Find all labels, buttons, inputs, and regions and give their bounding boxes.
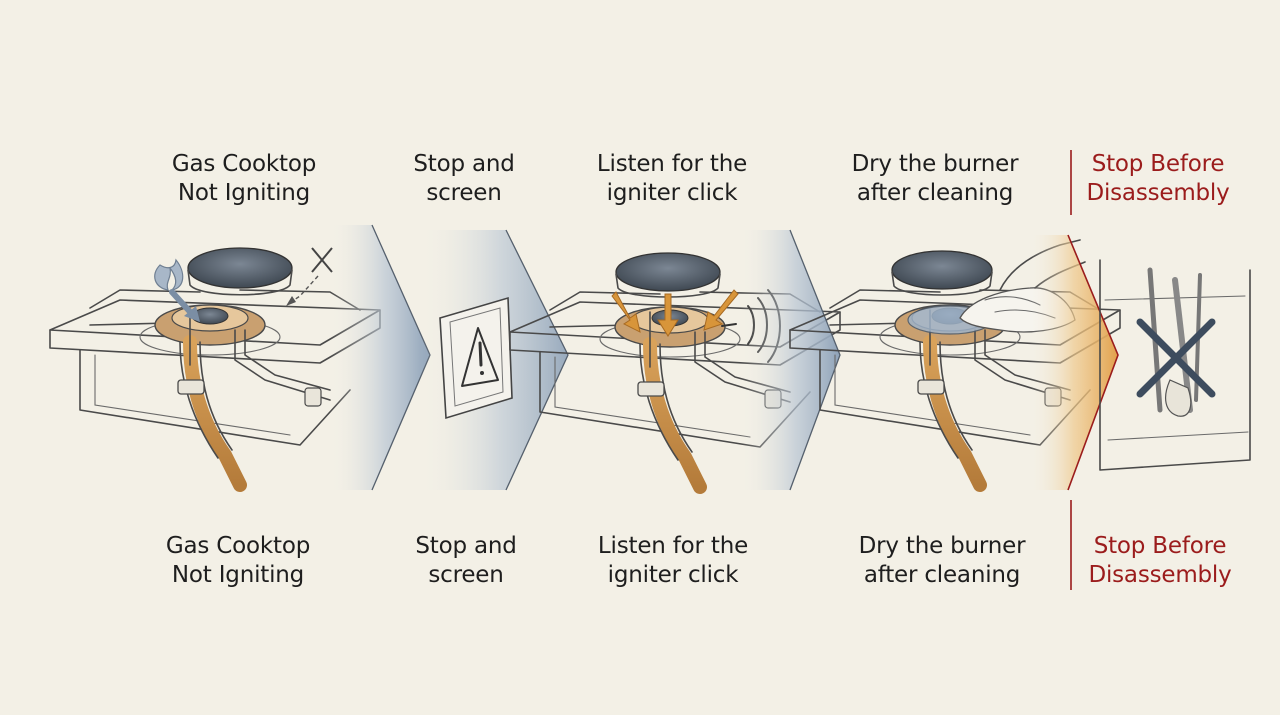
panel-4-caption: Dry the burner after cleaning [822,532,1062,590]
panel-5-title: Stop Before Disassembly [1038,150,1278,208]
panel-4-title-line-2: after cleaning [856,180,1014,206]
panel-2-illustration [420,229,569,491]
panel-1-caption-line-2: Not Igniting [171,562,305,588]
panel-4-caption-line-1: Dry the burner [858,533,1026,559]
panel-2-caption: Stop and screen [346,532,586,590]
panel-5-illustration [1099,259,1251,471]
panel-5-title-line-1: Stop Before [1091,151,1225,177]
panel-1-title-line-2: Not Igniting [177,180,311,206]
panel-1-illustration [50,247,380,485]
panel-2-caption-line-2: screen [428,562,504,588]
panel-4-title-line-1: Dry the burner [851,151,1019,177]
panel-5-caption-line-2: Disassembly [1088,562,1232,588]
arrow-3 [740,229,841,491]
panel-5-title-line-2: Disassembly [1086,180,1230,206]
panel-3-caption-line-1: Listen for the [597,533,749,559]
panel-1-caption: Gas Cooktop Not Igniting [118,532,358,590]
flame-icon [154,258,184,291]
panel-2-caption-line-1: Stop and [415,533,517,559]
panel-3-title-line-2: igniter click [606,180,738,206]
panel-4-title: Dry the burner after cleaning [815,150,1055,208]
panel-2-title-line-2: screen [426,180,502,206]
arrow-icon [169,289,195,317]
panel-1-caption-line-1: Gas Cooktop [165,533,311,559]
arrow-icons [611,289,739,337]
panel-1-title: Gas Cooktop Not Igniting [124,150,364,208]
arrow-1 [330,224,431,491]
panel-3-caption-line-2: igniter click [607,562,739,588]
panel-2-title-line-1: Stop and [413,151,515,177]
panel-5-caption: Stop Before Disassembly [1040,532,1280,590]
panel-3-caption: Listen for the igniter click [553,532,793,590]
arrow-4 [1030,234,1119,491]
panel-3-title: Listen for the igniter click [552,150,792,208]
x-mark-icon [286,247,333,306]
x-icon [1136,318,1216,398]
panel-3-title-line-1: Listen for the [596,151,748,177]
warning-icon [461,327,499,387]
panel-1-title-line-1: Gas Cooktop [171,151,317,177]
panel-2-title: Stop and screen [344,150,584,208]
panel-5-caption-line-1: Stop Before [1093,533,1227,559]
panel-4-caption-line-2: after cleaning [863,562,1021,588]
